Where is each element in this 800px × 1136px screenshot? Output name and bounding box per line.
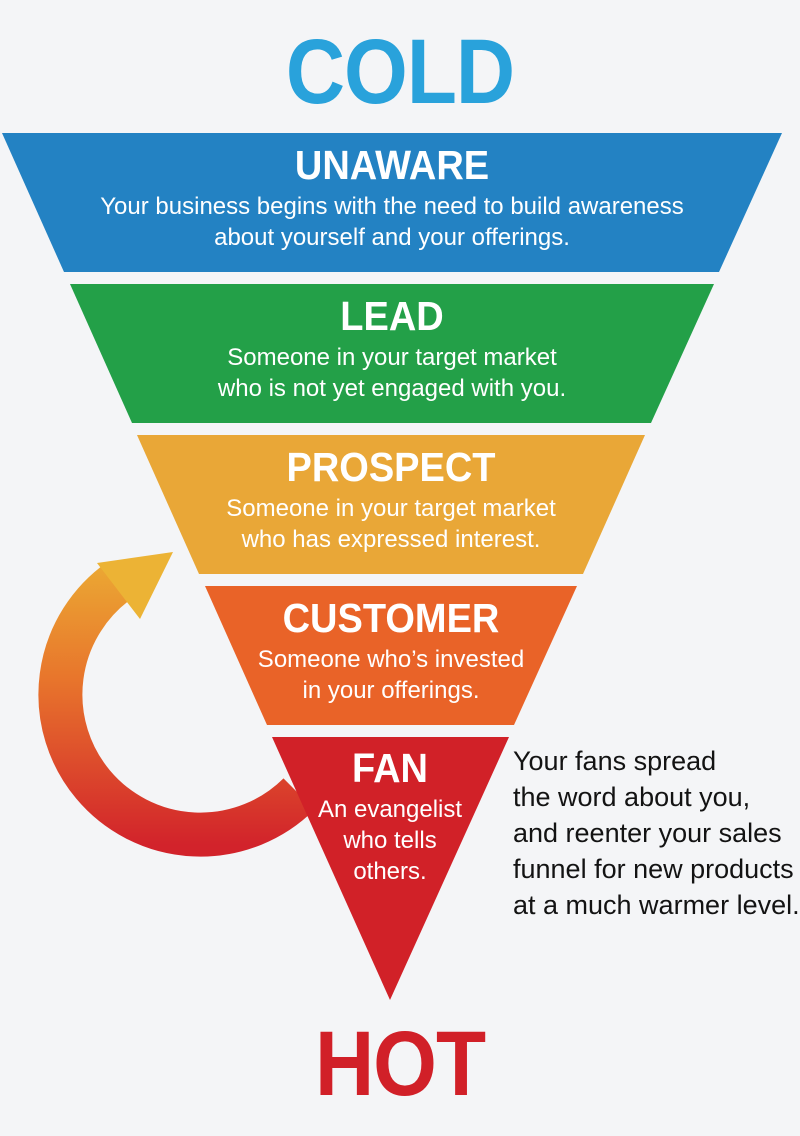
tier-customer-description: Someone who’s invested in your offerings… — [258, 644, 524, 706]
description-line: Someone who’s invested — [257, 645, 525, 673]
tier-unaware: UNAWARE Your business begins with the ne… — [100, 143, 684, 253]
tier-customer-title: CUSTOMER — [282, 596, 500, 642]
description-line: An evangelist — [317, 795, 463, 823]
annotation-line: Your fans spread — [513, 746, 717, 776]
description-line: others. — [353, 857, 427, 885]
annotation-line: the word about you, — [513, 782, 751, 812]
annotation-line: funnel for new products — [513, 854, 794, 884]
tier-customer: CUSTOMER Someone who’s invested in your … — [258, 596, 524, 706]
cold-label: COLD — [285, 21, 515, 124]
tier-fan-description: An evangelist who tells others. — [318, 794, 462, 887]
tier-lead-title: LEAD — [340, 294, 444, 340]
tier-unaware-description: Your business begins with the need to bu… — [100, 191, 684, 253]
fan-annotation: Your fans spread the word about you, and… — [513, 743, 800, 923]
annotation-line: and reenter your sales — [513, 818, 782, 848]
reentry-arrow — [38, 552, 315, 857]
description-line: Someone in your target market — [226, 494, 556, 522]
reentry-arrow-arc — [38, 562, 315, 857]
description-line: Your business begins with the need to bu… — [100, 192, 684, 220]
tier-lead: LEAD Someone in your target market who i… — [218, 294, 566, 404]
description-line: in your offerings. — [302, 676, 480, 704]
description-line: Someone in your target market — [227, 343, 557, 371]
tier-prospect: PROSPECT Someone in your target market w… — [226, 445, 556, 555]
tier-fan: FAN An evangelist who tells others. — [318, 746, 462, 887]
tier-prospect-shape — [137, 435, 645, 574]
tier-lead-shape — [70, 284, 714, 423]
tier-unaware-shape — [2, 133, 782, 272]
tier-fan-shape — [272, 737, 509, 1000]
description-line: who is not yet engaged with you. — [217, 374, 567, 402]
description-line: about yourself and your offerings. — [214, 223, 570, 251]
annotation-line: at a much warmer level. — [513, 890, 800, 920]
tier-lead-description: Someone in your target market who is not… — [218, 342, 566, 404]
tier-prospect-description: Someone in your target market who has ex… — [226, 493, 556, 555]
hot-label: HOT — [314, 1013, 486, 1116]
reentry-arrow-head — [97, 552, 173, 619]
tier-fan-title: FAN — [352, 746, 428, 792]
tier-customer-shape — [205, 586, 577, 725]
description-line: who tells — [343, 826, 437, 854]
tier-unaware-title: UNAWARE — [294, 143, 490, 189]
description-line: who has expressed interest. — [241, 525, 541, 553]
tier-prospect-title: PROSPECT — [286, 445, 496, 491]
